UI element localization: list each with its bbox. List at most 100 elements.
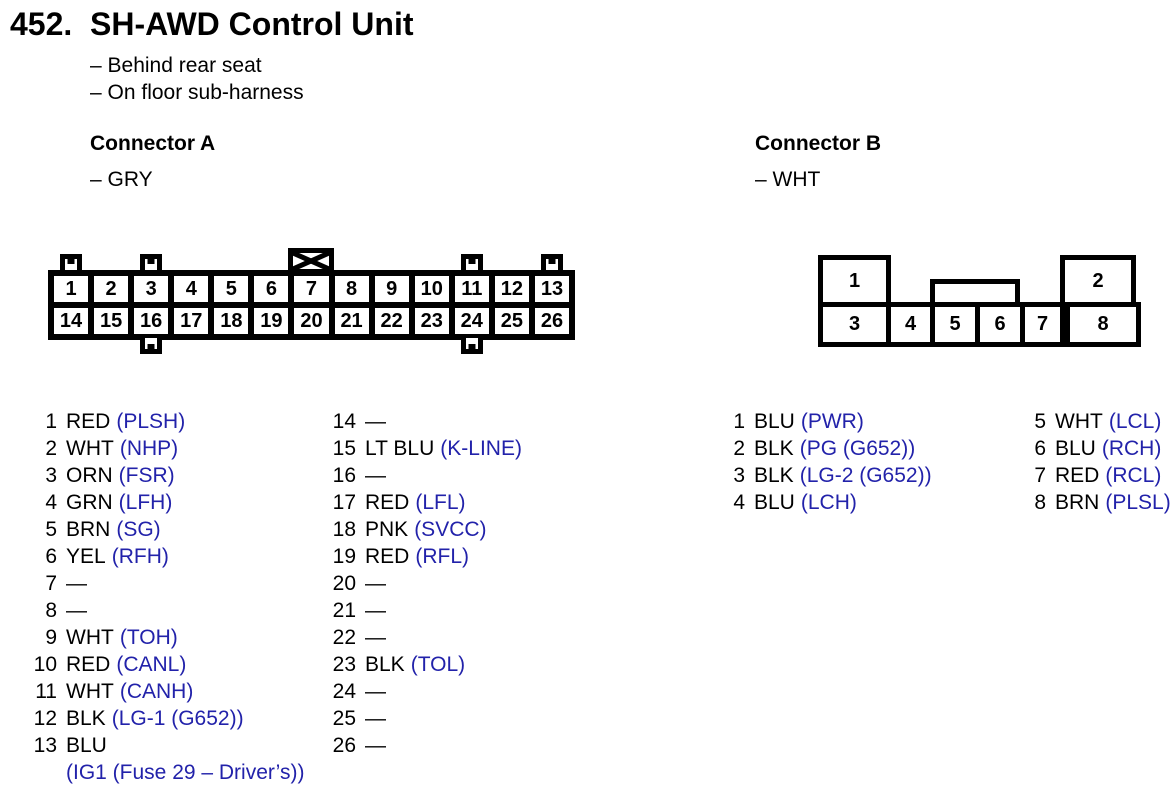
pin-wire-color: — xyxy=(66,572,87,595)
connector-a-cavity: 17 xyxy=(174,308,209,334)
connector-keyway-icon xyxy=(288,248,334,274)
cavity-number: 12 xyxy=(500,277,523,300)
cavity-number: 7 xyxy=(1036,313,1049,335)
pin-wire-color: WHT xyxy=(1055,410,1103,433)
pin-row: 21 — xyxy=(331,597,522,624)
connector-a-cavity: 20 xyxy=(294,308,329,334)
pin-signal: (LFH) xyxy=(118,491,173,514)
pin-wire-color: YEL xyxy=(66,545,106,568)
cavity-number: 7 xyxy=(305,277,318,300)
connector-b-housing-color: – WHT xyxy=(755,168,821,191)
cavity-number: 21 xyxy=(340,309,363,332)
pin-number: 4 xyxy=(45,491,57,514)
pin-signal: (RCL) xyxy=(1105,464,1162,487)
pin-signal: (PLSH) xyxy=(116,410,186,433)
connector-a-cavity: 12 xyxy=(494,276,529,302)
pin-number: 2 xyxy=(733,437,745,460)
pin-signal: (RFH) xyxy=(111,545,169,568)
pin-number: 5 xyxy=(1034,410,1046,433)
pin-number: 2 xyxy=(45,437,57,460)
connector-a-cavity: 26 xyxy=(534,308,569,334)
connector-lock-tab xyxy=(140,254,162,270)
connector-a-cavity: 5 xyxy=(214,276,249,302)
pin-wire-color: WHT xyxy=(66,437,114,460)
pin-wire-color: PNK xyxy=(365,518,409,541)
location-note-1: – Behind rear seat xyxy=(90,54,262,77)
cavity-number: 10 xyxy=(420,277,443,300)
cavity-number: 6 xyxy=(994,313,1006,335)
cavity-number: 17 xyxy=(180,309,203,332)
cavity-number: 6 xyxy=(265,277,277,300)
connector-lock-tab xyxy=(461,338,483,354)
cavity-number: 2 xyxy=(105,277,117,300)
cavity-number: 20 xyxy=(300,309,323,332)
pin-signal: (RFL) xyxy=(415,545,470,568)
pin-wire-color: LT BLU xyxy=(365,437,435,460)
pin-number: 22 xyxy=(332,626,356,649)
pin-wire-color: — xyxy=(365,626,386,649)
connector-b-cavity: 5 xyxy=(930,302,980,347)
pin-wire-color: — xyxy=(365,410,386,433)
pin-number: 5 xyxy=(45,518,57,541)
lock-tab-notch xyxy=(147,254,155,264)
cavity-number: 18 xyxy=(220,309,243,332)
pin-signal: (SVCC) xyxy=(414,518,487,541)
connector-b-heading: Connector B xyxy=(755,132,881,155)
cavity-number: 1 xyxy=(65,277,77,300)
pin-signal: (RCH) xyxy=(1101,437,1162,460)
cavity-number: 22 xyxy=(380,309,403,332)
pin-number: 18 xyxy=(332,518,356,541)
pin-number: 21 xyxy=(332,599,356,622)
cavity-number: 5 xyxy=(225,277,237,300)
pin-signal: (LG-2 (G652)) xyxy=(799,464,932,487)
pin-number-spacer xyxy=(32,759,57,786)
pin-number: 15 xyxy=(332,437,356,460)
pin-wire-color: — xyxy=(365,680,386,703)
pin-number: 11 xyxy=(35,680,57,703)
pin-number: 1 xyxy=(45,410,57,433)
pin-wire-color: — xyxy=(365,572,386,595)
connector-a-cavity: 24 xyxy=(454,308,489,334)
connector-a-cavity: 6 xyxy=(254,276,289,302)
pin-wire-color: — xyxy=(365,464,386,487)
pin-signal: (LCH) xyxy=(800,491,857,514)
pin-number: 4 xyxy=(733,491,745,514)
connector-lock-tab xyxy=(461,254,483,270)
lock-tab-notch xyxy=(147,344,155,354)
pin-signal: (IG1 (Fuse 29 – Driver’s)) xyxy=(66,761,305,784)
cavity-number: 16 xyxy=(140,309,163,332)
cavity-number: 3 xyxy=(848,313,861,335)
cavity-number: 8 xyxy=(1097,313,1109,335)
connector-a-cavity: 4 xyxy=(174,276,209,302)
pin-wire-color: — xyxy=(66,599,87,622)
pin-number: 3 xyxy=(733,464,745,487)
pin-wire-color: BLU xyxy=(754,410,795,433)
connector-b-center-tab xyxy=(930,279,1020,307)
connector-lock-tab xyxy=(60,254,82,270)
pin-number: 16 xyxy=(332,464,356,487)
pin-wire-color: — xyxy=(365,599,386,622)
pin-signal: (LFL) xyxy=(415,491,466,514)
connector-a-cavity: 21 xyxy=(334,308,369,334)
connector-a-heading: Connector A xyxy=(90,132,216,155)
connector-a-housing-color: – GRY xyxy=(90,168,153,191)
connector-a-cavity: 2 xyxy=(94,276,129,302)
pin-number: 24 xyxy=(332,680,356,703)
cavity-number: 11 xyxy=(461,277,483,300)
pin-wire-color: WHT xyxy=(66,680,114,703)
